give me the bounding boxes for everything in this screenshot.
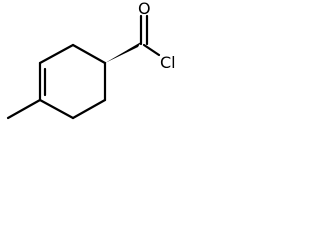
- ring-bond-c2-c3: [38, 43, 75, 65]
- ring-bond-c4-c5: [38, 98, 75, 120]
- methyl-bond: [6, 98, 42, 120]
- ring-bond-c5-c6: [71, 98, 107, 120]
- chlorine-atom-label: Cl: [160, 53, 176, 72]
- chemical-structure-diagram: O Cl: [6, 0, 176, 120]
- ring-bond-c1-c2: [71, 43, 107, 65]
- acyl-chloride-bond: [142, 43, 161, 57]
- oxygen-atom-label: O: [138, 0, 151, 18]
- stereo-wedge-bond: [105, 42, 141, 63]
